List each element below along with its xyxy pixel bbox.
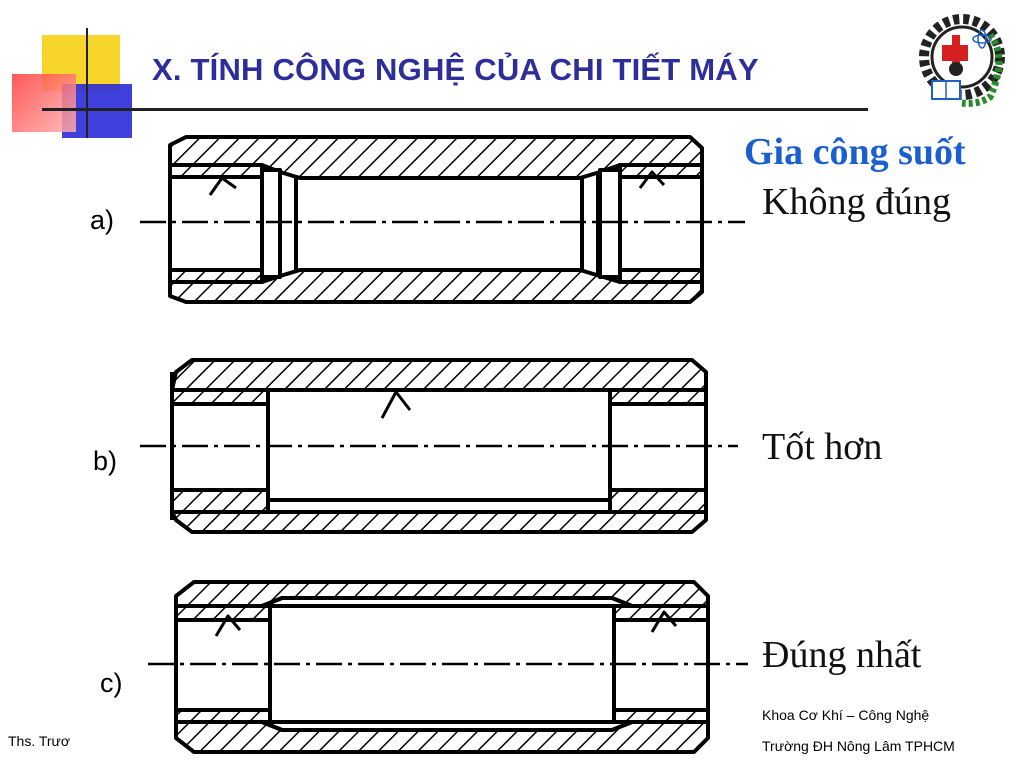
verdict-a: Không đúng (762, 181, 951, 223)
verdict-b: Tốt hơn (762, 426, 883, 468)
drawing-b (170, 358, 708, 534)
figure-label-a: a) (90, 205, 115, 235)
figure-label-b: b) (93, 446, 118, 476)
footer-department: Khoa Cơ Khí – Công Nghệ (762, 707, 930, 723)
figure-label-c: c) (100, 668, 123, 698)
title-underline (42, 108, 868, 111)
footer-school: Trường ĐH Nông Lâm TPHCM (762, 738, 955, 754)
university-gear-logo-icon (919, 14, 1005, 107)
drawing-c (174, 580, 710, 754)
verdict-c: Đúng nhất (762, 634, 922, 676)
deco-vertical-line (86, 28, 88, 138)
page-title: X. TÍNH CÔNG NGHỆ CỦA CHI TIẾT MÁY (152, 52, 759, 87)
deco-red-square (12, 74, 76, 132)
drawing-a (168, 135, 704, 304)
footer-author: Ths. Trươ (8, 733, 71, 749)
section-heading: Gia công suốt (744, 131, 966, 173)
